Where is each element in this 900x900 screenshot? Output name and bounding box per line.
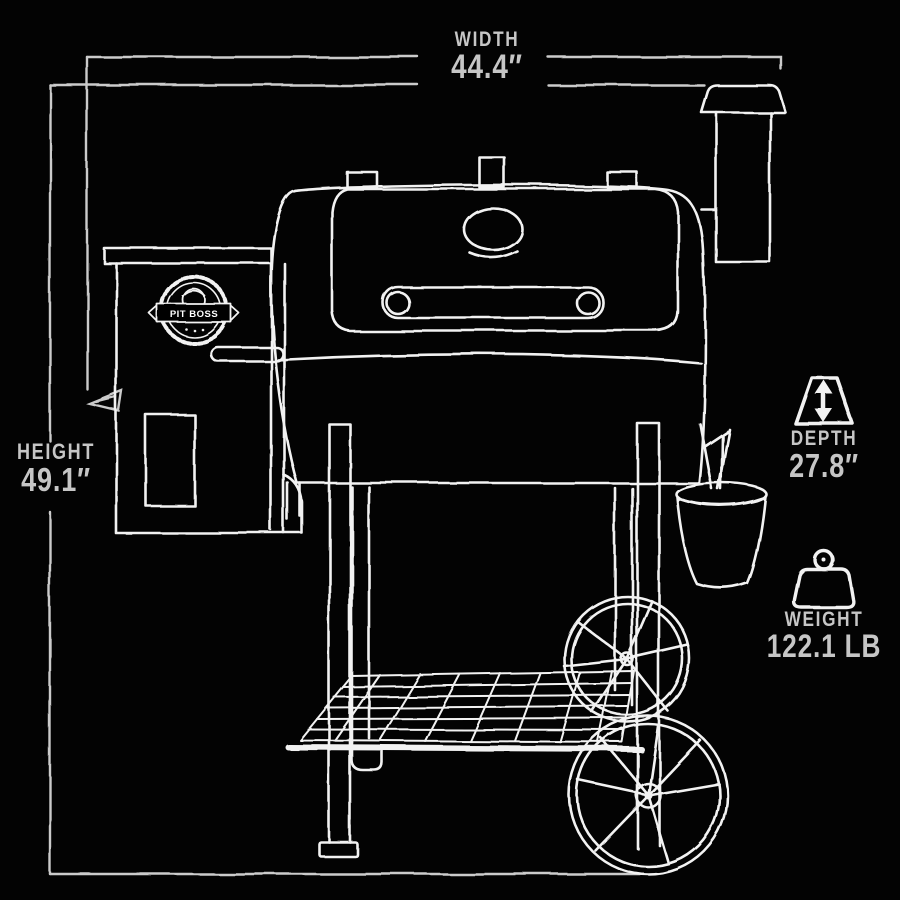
barrel-lid — [330, 155, 680, 333]
depth-icon — [794, 376, 855, 426]
temperature-gauge — [462, 206, 524, 259]
width-label: WIDTH — [454, 28, 520, 51]
bottom-shelf — [285, 670, 644, 752]
legs — [317, 421, 661, 858]
chimney — [699, 83, 787, 264]
lid-handle — [381, 285, 605, 320]
weight-value: 122.1 LB — [766, 628, 882, 665]
weight-icon — [791, 549, 856, 609]
depth-label: DEPTH — [790, 427, 858, 450]
logo-text: PIT BOSS — [170, 309, 218, 320]
barrel-body — [269, 183, 707, 485]
hopper-logo-badge — [148, 275, 240, 345]
height-line-arrow — [86, 389, 124, 413]
height-value: 49.1″ — [21, 461, 91, 499]
front-wheel — [567, 714, 729, 876]
depth-dimension: DEPTH 27.8″ — [737, 428, 900, 483]
height-label: HEIGHT — [16, 439, 96, 464]
height-dimension: HEIGHT 49.1″ — [8, 439, 104, 499]
grease-bucket — [674, 422, 768, 590]
depth-value: 27.8″ — [789, 447, 859, 485]
width-value: 44.4″ — [451, 48, 523, 87]
dimension-lines — [48, 55, 783, 876]
weight-dimension: WEIGHT 122.1 LB — [737, 609, 900, 663]
hopper — [102, 246, 304, 535]
width-dimension: WIDTH 44.4″ — [377, 29, 597, 85]
rear-wheel — [562, 594, 692, 724]
weight-label: WEIGHT — [784, 608, 864, 631]
